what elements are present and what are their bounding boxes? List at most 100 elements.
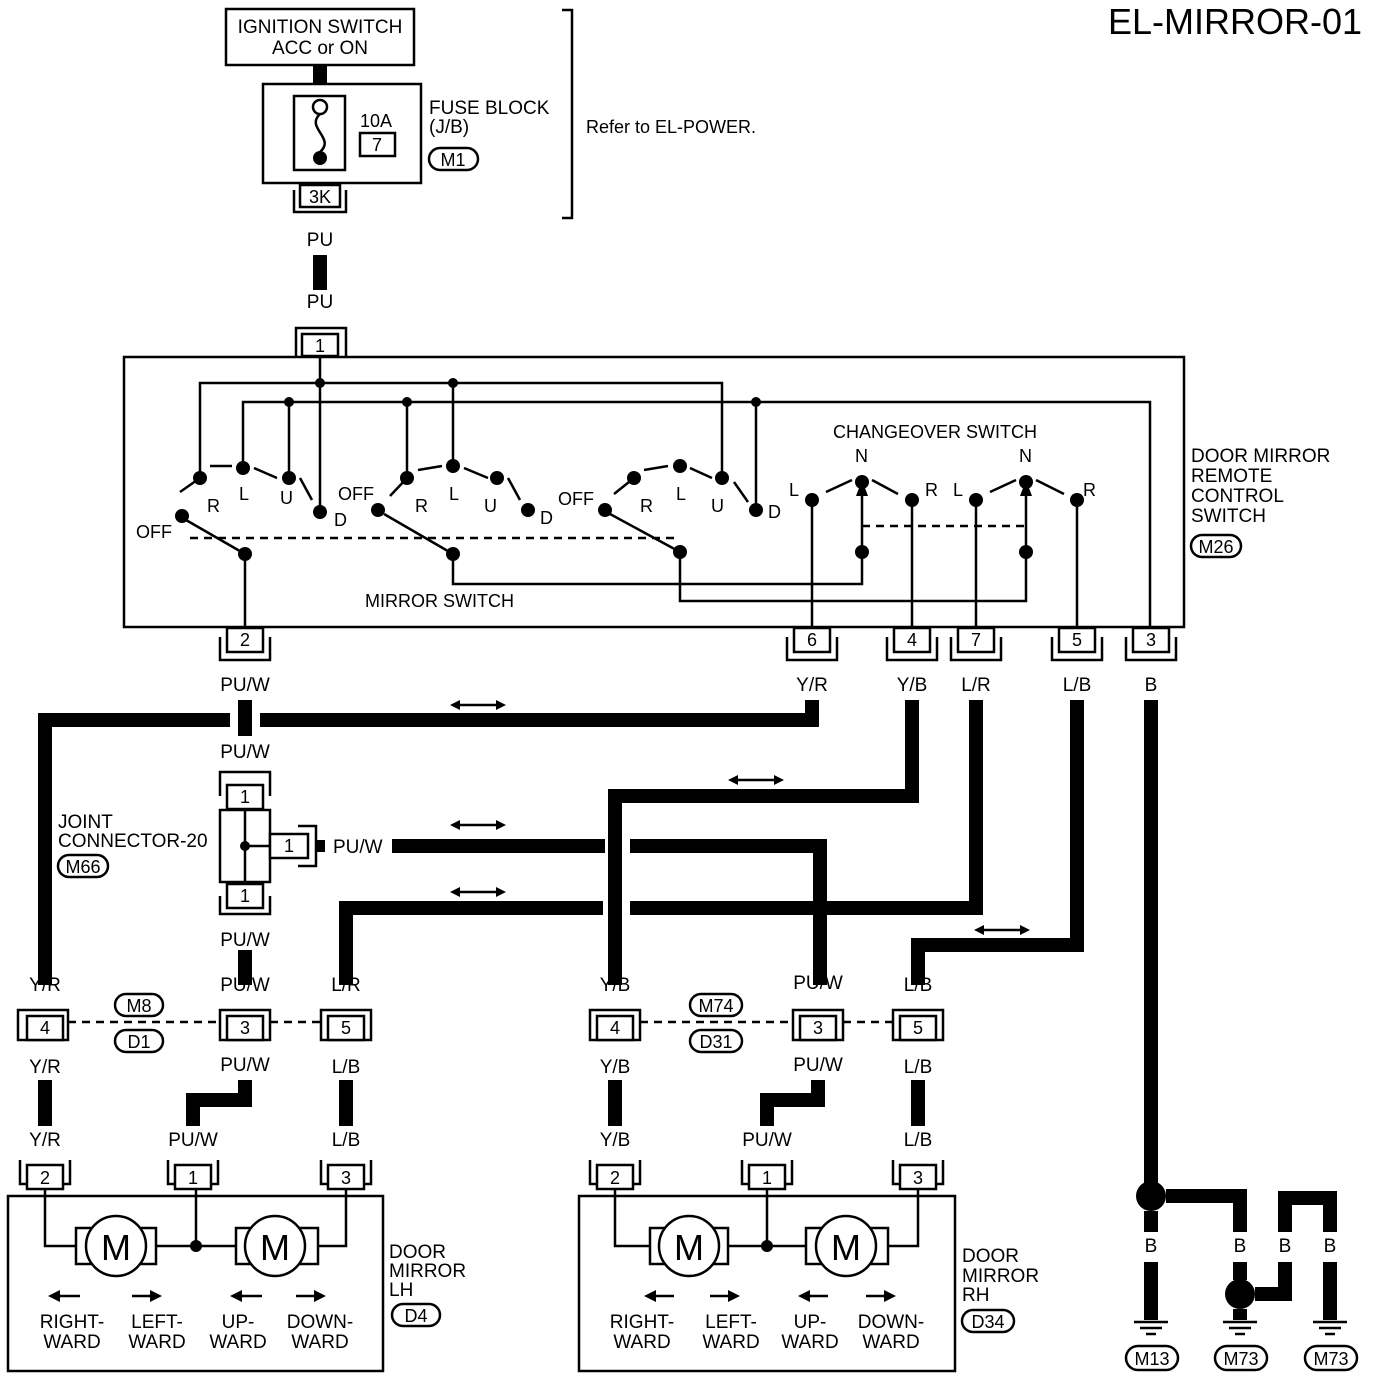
svg-text:5: 5 <box>341 1018 351 1038</box>
svg-text:L: L <box>789 480 799 500</box>
svg-text:Y/B: Y/B <box>600 975 631 996</box>
svg-text:LEFT-: LEFT- <box>131 1312 183 1333</box>
svg-text:L/B: L/B <box>332 1057 361 1078</box>
diagram-title: EL-MIRROR-01 <box>1108 1 1362 42</box>
svg-text:L/R: L/R <box>331 975 361 996</box>
svg-text:REMOTE: REMOTE <box>1191 466 1272 487</box>
svg-text:L: L <box>676 484 686 504</box>
lh-mirror-connector-label: D4 <box>404 1306 427 1326</box>
svg-text:Y/R: Y/R <box>796 675 828 696</box>
fuse-terminal: 3K <box>292 183 348 214</box>
wire-pu-2: PU <box>307 292 333 313</box>
svg-text:PU/W: PU/W <box>220 975 270 996</box>
svg-text:DOOR: DOOR <box>389 1242 446 1263</box>
svg-text:Y/B: Y/B <box>600 1057 631 1078</box>
svg-text:UP-: UP- <box>222 1312 255 1333</box>
ground-circuit: B B B B M13 M73 M73 <box>1124 1181 1359 1372</box>
joint-connector: 1 1 1 <box>218 770 325 916</box>
svg-text:L: L <box>953 480 963 500</box>
svg-text:1: 1 <box>188 1168 198 1188</box>
svg-text:3: 3 <box>913 1168 923 1188</box>
svg-text:WARD: WARD <box>862 1332 919 1353</box>
rh-inline-connector: Y/B PU/W L/B 4 3 5 M74 D31 Y/B PU/W L/B <box>588 973 945 1078</box>
svg-text:UP-: UP- <box>794 1312 827 1333</box>
switch-connector-label: M26 <box>1198 537 1233 557</box>
svg-text:B: B <box>1234 1236 1247 1257</box>
svg-text:Y/B: Y/B <box>600 1130 631 1151</box>
svg-text:1: 1 <box>762 1168 772 1188</box>
fuse-number: 7 <box>372 135 382 155</box>
svg-text:PU/W: PU/W <box>793 973 843 994</box>
svg-text:2: 2 <box>240 630 250 650</box>
svg-text:U: U <box>711 496 724 516</box>
svg-text:R: R <box>207 496 220 516</box>
ground-1-label: M13 <box>1134 1349 1169 1369</box>
ignition-line1: IGNITION SWITCH <box>238 17 403 38</box>
svg-text:OFF: OFF <box>338 484 374 504</box>
svg-text:3: 3 <box>1146 630 1156 650</box>
svg-text:7: 7 <box>971 630 981 650</box>
joint-side-wire-label: PU/W <box>333 837 383 858</box>
svg-text:Y/R: Y/R <box>29 1130 61 1151</box>
svg-text:L/B: L/B <box>904 1057 933 1078</box>
svg-text:CONNECTOR-20: CONNECTOR-20 <box>58 831 208 852</box>
rh-motor-1-label: M <box>674 1227 704 1268</box>
svg-text:WARD: WARD <box>702 1332 759 1353</box>
svg-text:RH: RH <box>962 1285 989 1306</box>
svg-text:L/B: L/B <box>904 1130 933 1151</box>
changeover-switch-internal <box>805 475 1084 627</box>
svg-text:U: U <box>484 496 497 516</box>
svg-text:N: N <box>1019 446 1032 466</box>
switch-wire-labels: PU/W Y/R Y/B L/R L/B B <box>220 675 1157 696</box>
svg-text:B: B <box>1324 1236 1337 1257</box>
fuse-block: 10A 7 <box>261 82 423 185</box>
svg-text:L/B: L/B <box>1063 675 1092 696</box>
svg-text:D: D <box>768 502 781 522</box>
joint-wire-label-bottom: PU/W <box>220 930 270 951</box>
svg-text:WARD: WARD <box>613 1332 670 1353</box>
rh-mirror-wires: Y/B PU/W L/B <box>600 1080 933 1151</box>
svg-text:L/R: L/R <box>961 675 991 696</box>
svg-text:OFF: OFF <box>558 489 594 509</box>
svg-text:WARD: WARD <box>291 1332 348 1353</box>
svg-text:5: 5 <box>1072 630 1082 650</box>
svg-text:1: 1 <box>240 886 250 906</box>
ignition-switch: IGNITION SWITCH ACC or ON <box>224 7 416 67</box>
svg-text:3: 3 <box>813 1018 823 1038</box>
switch-bottom-terminals: 2 6 4 7 5 3 <box>218 626 1178 662</box>
joint-connector-name: JOINT CONNECTOR-20 M66 <box>56 812 208 879</box>
remote-control-switch-name: DOOR MIRROR REMOTE CONTROL SWITCH M26 <box>1189 446 1330 559</box>
svg-text:LH: LH <box>389 1280 413 1301</box>
lh-motor-1-label: M <box>101 1227 131 1268</box>
fuse-terminal-label: 3K <box>309 187 331 207</box>
ignition-line2: ACC or ON <box>272 38 368 59</box>
svg-text:Y/R: Y/R <box>29 1057 61 1078</box>
svg-text:PU/W: PU/W <box>220 1055 270 1076</box>
svg-text:D: D <box>540 508 553 528</box>
remote-control-switch-box <box>122 355 1186 629</box>
svg-text:6: 6 <box>807 630 817 650</box>
svg-text:R: R <box>640 496 653 516</box>
svg-text:DOOR: DOOR <box>962 1246 1019 1267</box>
svg-text:N: N <box>855 446 868 466</box>
svg-text:RIGHT-: RIGHT- <box>610 1312 674 1333</box>
refer-note: Refer to EL-POWER. <box>586 117 756 137</box>
rh-mirror-connector-label: D34 <box>971 1312 1004 1332</box>
lh-mirror-wires: Y/R PU/W L/B <box>29 1080 360 1151</box>
svg-text:4: 4 <box>907 630 917 650</box>
svg-text:4: 4 <box>40 1018 50 1038</box>
svg-text:Y/R: Y/R <box>29 975 61 996</box>
joint-connector-label: M66 <box>65 857 100 877</box>
svg-text:PU/W: PU/W <box>220 675 270 696</box>
svg-text:L/B: L/B <box>332 1130 361 1151</box>
lh-motor-2-label: M <box>260 1227 290 1268</box>
svg-text:U: U <box>280 488 293 508</box>
svg-text:3: 3 <box>341 1168 351 1188</box>
svg-text:WARD: WARD <box>128 1332 185 1353</box>
svg-text:L: L <box>239 484 249 504</box>
svg-text:R: R <box>1083 480 1096 500</box>
svg-text:5: 5 <box>913 1018 923 1038</box>
mirror-switch-label: MIRROR SWITCH <box>365 591 514 611</box>
svg-text:D1: D1 <box>127 1032 150 1052</box>
